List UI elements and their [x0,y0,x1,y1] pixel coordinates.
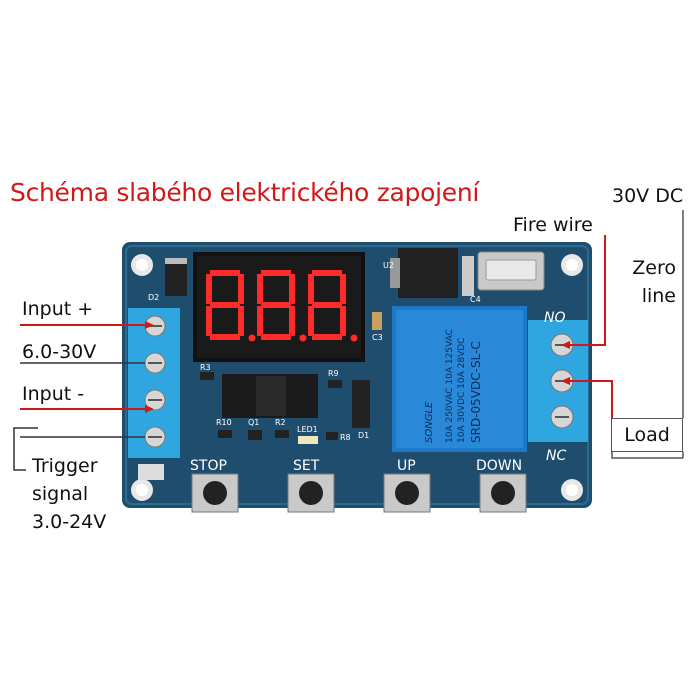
display-digits [206,270,358,342]
fire-wire-label: Fire wire [513,214,593,236]
relay-rating-text: 10A 250VAC 10A 125VAC [445,329,455,443]
display-digit [308,270,358,342]
button-label-stop: STOP [190,458,227,474]
trigger-bracket [13,427,38,471]
resistor-r2 [275,430,289,438]
diagram-title: Schéma slabého elektrického zapojení [10,178,480,207]
pcb-ref-r9: R9 [328,369,339,378]
load-return-wire [611,452,683,459]
led-1 [298,436,318,444]
pcb-plus-sign: + [100,394,111,409]
dc-30v-label: 30V DC [612,185,684,207]
terminal-screw [144,426,166,448]
voltage-range-label: 6.0-30V [22,341,97,363]
pcb-ref-led1: LED1 [297,425,318,434]
relay-brand-text: SONGLE [424,401,435,443]
display-digit [257,270,307,342]
trigger-label-line3: 3.0-24V [32,511,107,533]
capacitor-c3 [372,312,382,330]
diode-d2 [165,258,187,296]
resistor-r9 [328,380,342,388]
relay-rating-text: 10A 30VDC 10A 28VDC [457,338,467,443]
button-label-down: DOWN [476,458,522,474]
up-button [383,473,431,513]
pcb-ref-r10: R10 [216,418,232,427]
capacitor-c4 [462,256,474,296]
line-label: line [641,285,676,307]
pcb-ref-q1: Q1 [248,418,259,427]
relay-model-text: SRD-05VDC-SL-C [469,341,483,443]
mounting-hole [131,479,153,501]
mounting-hole [131,254,153,276]
transistor-q1 [248,430,262,440]
pcb-ref-d1: D1 [358,431,369,440]
set-button [287,473,335,513]
resistor-r8 [326,432,338,440]
pcb-ref-u2: U2 [383,261,394,270]
relay-no-label: NO [544,310,566,326]
mounting-hole [561,479,583,501]
solder-pads [138,464,164,480]
trigger-label-line1: Trigger [32,455,98,477]
stop-button [191,473,239,513]
pcb-ref-r3: R3 [200,363,211,372]
pcb-ref-d2: D2 [148,293,159,302]
regulator-u2 [398,248,458,298]
pcb-ref-r2: R2 [275,418,286,427]
fire-wire-line [570,235,606,346]
display-digit [206,270,256,342]
pcb-ref-r8: R8 [340,433,351,442]
down-button [479,473,527,513]
input-plus-label: Input + [22,298,94,320]
pcb-minus-sign: - [102,438,107,456]
diode-d1 [352,380,370,428]
pcb-ref-c4: C4 [470,295,481,304]
terminal-screw [144,389,166,411]
pcb-ref-c3: C3 [372,333,383,342]
trigger-label-line2: signal [32,483,89,505]
zero-label: Zero [632,257,676,279]
relay-nc-label: NC [546,448,566,464]
terminal-screw [550,405,574,429]
mounting-hole [561,254,583,276]
button-label-up: UP [397,458,416,474]
input-minus-label: Input - [22,383,85,405]
button-label-set: SET [293,458,320,474]
resistor-r3 [200,372,214,380]
load-box: Load [611,418,683,452]
load-wire-line [570,380,613,418]
terminal-screw [144,352,166,374]
resistor-r10 [218,430,232,438]
